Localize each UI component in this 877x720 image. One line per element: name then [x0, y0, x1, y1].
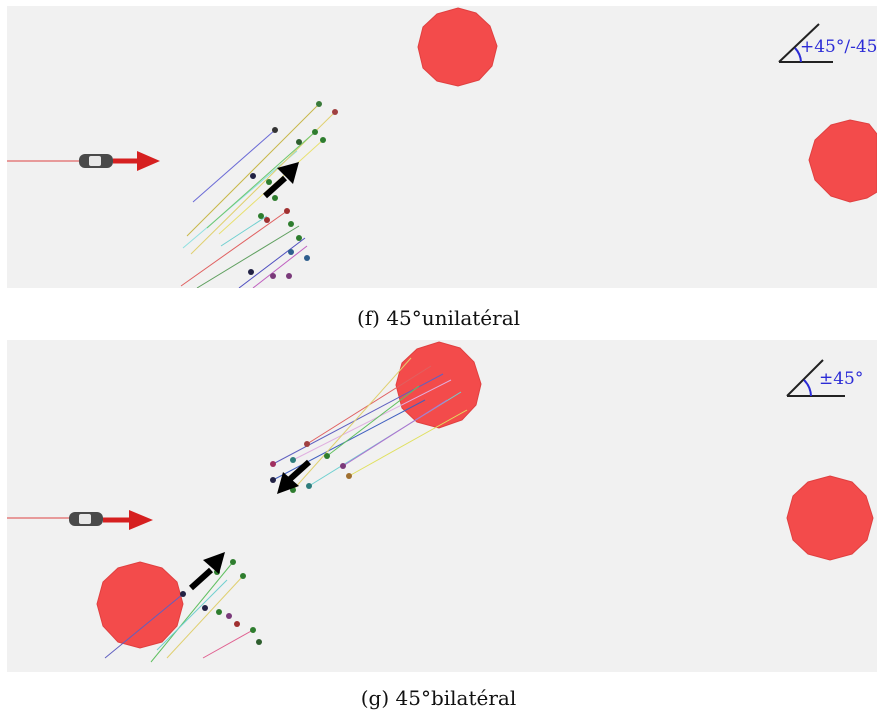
obstacle-right — [808, 119, 877, 203]
panel-g-scene: ±45° — [7, 340, 877, 672]
obstacle-top — [417, 7, 498, 87]
angle-indicator: +45°/-45 — [778, 23, 877, 63]
vehicle-direction-arrow — [113, 151, 160, 171]
angle-label-g: ±45° — [819, 369, 863, 389]
angle-indicator: ±45° — [786, 359, 863, 397]
crowd-direction-arrow — [262, 162, 299, 199]
obstacle-upper — [395, 341, 482, 429]
crowd-direction-arrow-down — [277, 459, 312, 494]
obstacle-right — [786, 475, 874, 561]
panel-g-svg: ±45° — [7, 341, 874, 663]
car-icon — [69, 512, 103, 526]
crowd-direction-arrow-up — [188, 552, 225, 591]
vehicle-direction-arrow — [103, 510, 153, 530]
angle-label-f: +45°/-45 — [800, 37, 877, 57]
pedestrian-trajectories — [180, 103, 336, 288]
caption-g: (g) 45°bilatéral — [360, 686, 517, 710]
pedestrian-markers — [180, 441, 352, 645]
car-icon — [79, 154, 113, 168]
obstacle-left — [96, 561, 184, 649]
caption-f: (f) 45°unilatéral — [356, 306, 521, 330]
pedestrian-markers — [248, 101, 338, 279]
panel-f-scene: +45°/-45 — [7, 6, 877, 288]
pedestrian-trajectories-lower — [104, 561, 254, 663]
pedestrian-trajectories-upper — [272, 357, 468, 491]
panel-f-svg: +45°/-45 — [7, 7, 877, 288]
